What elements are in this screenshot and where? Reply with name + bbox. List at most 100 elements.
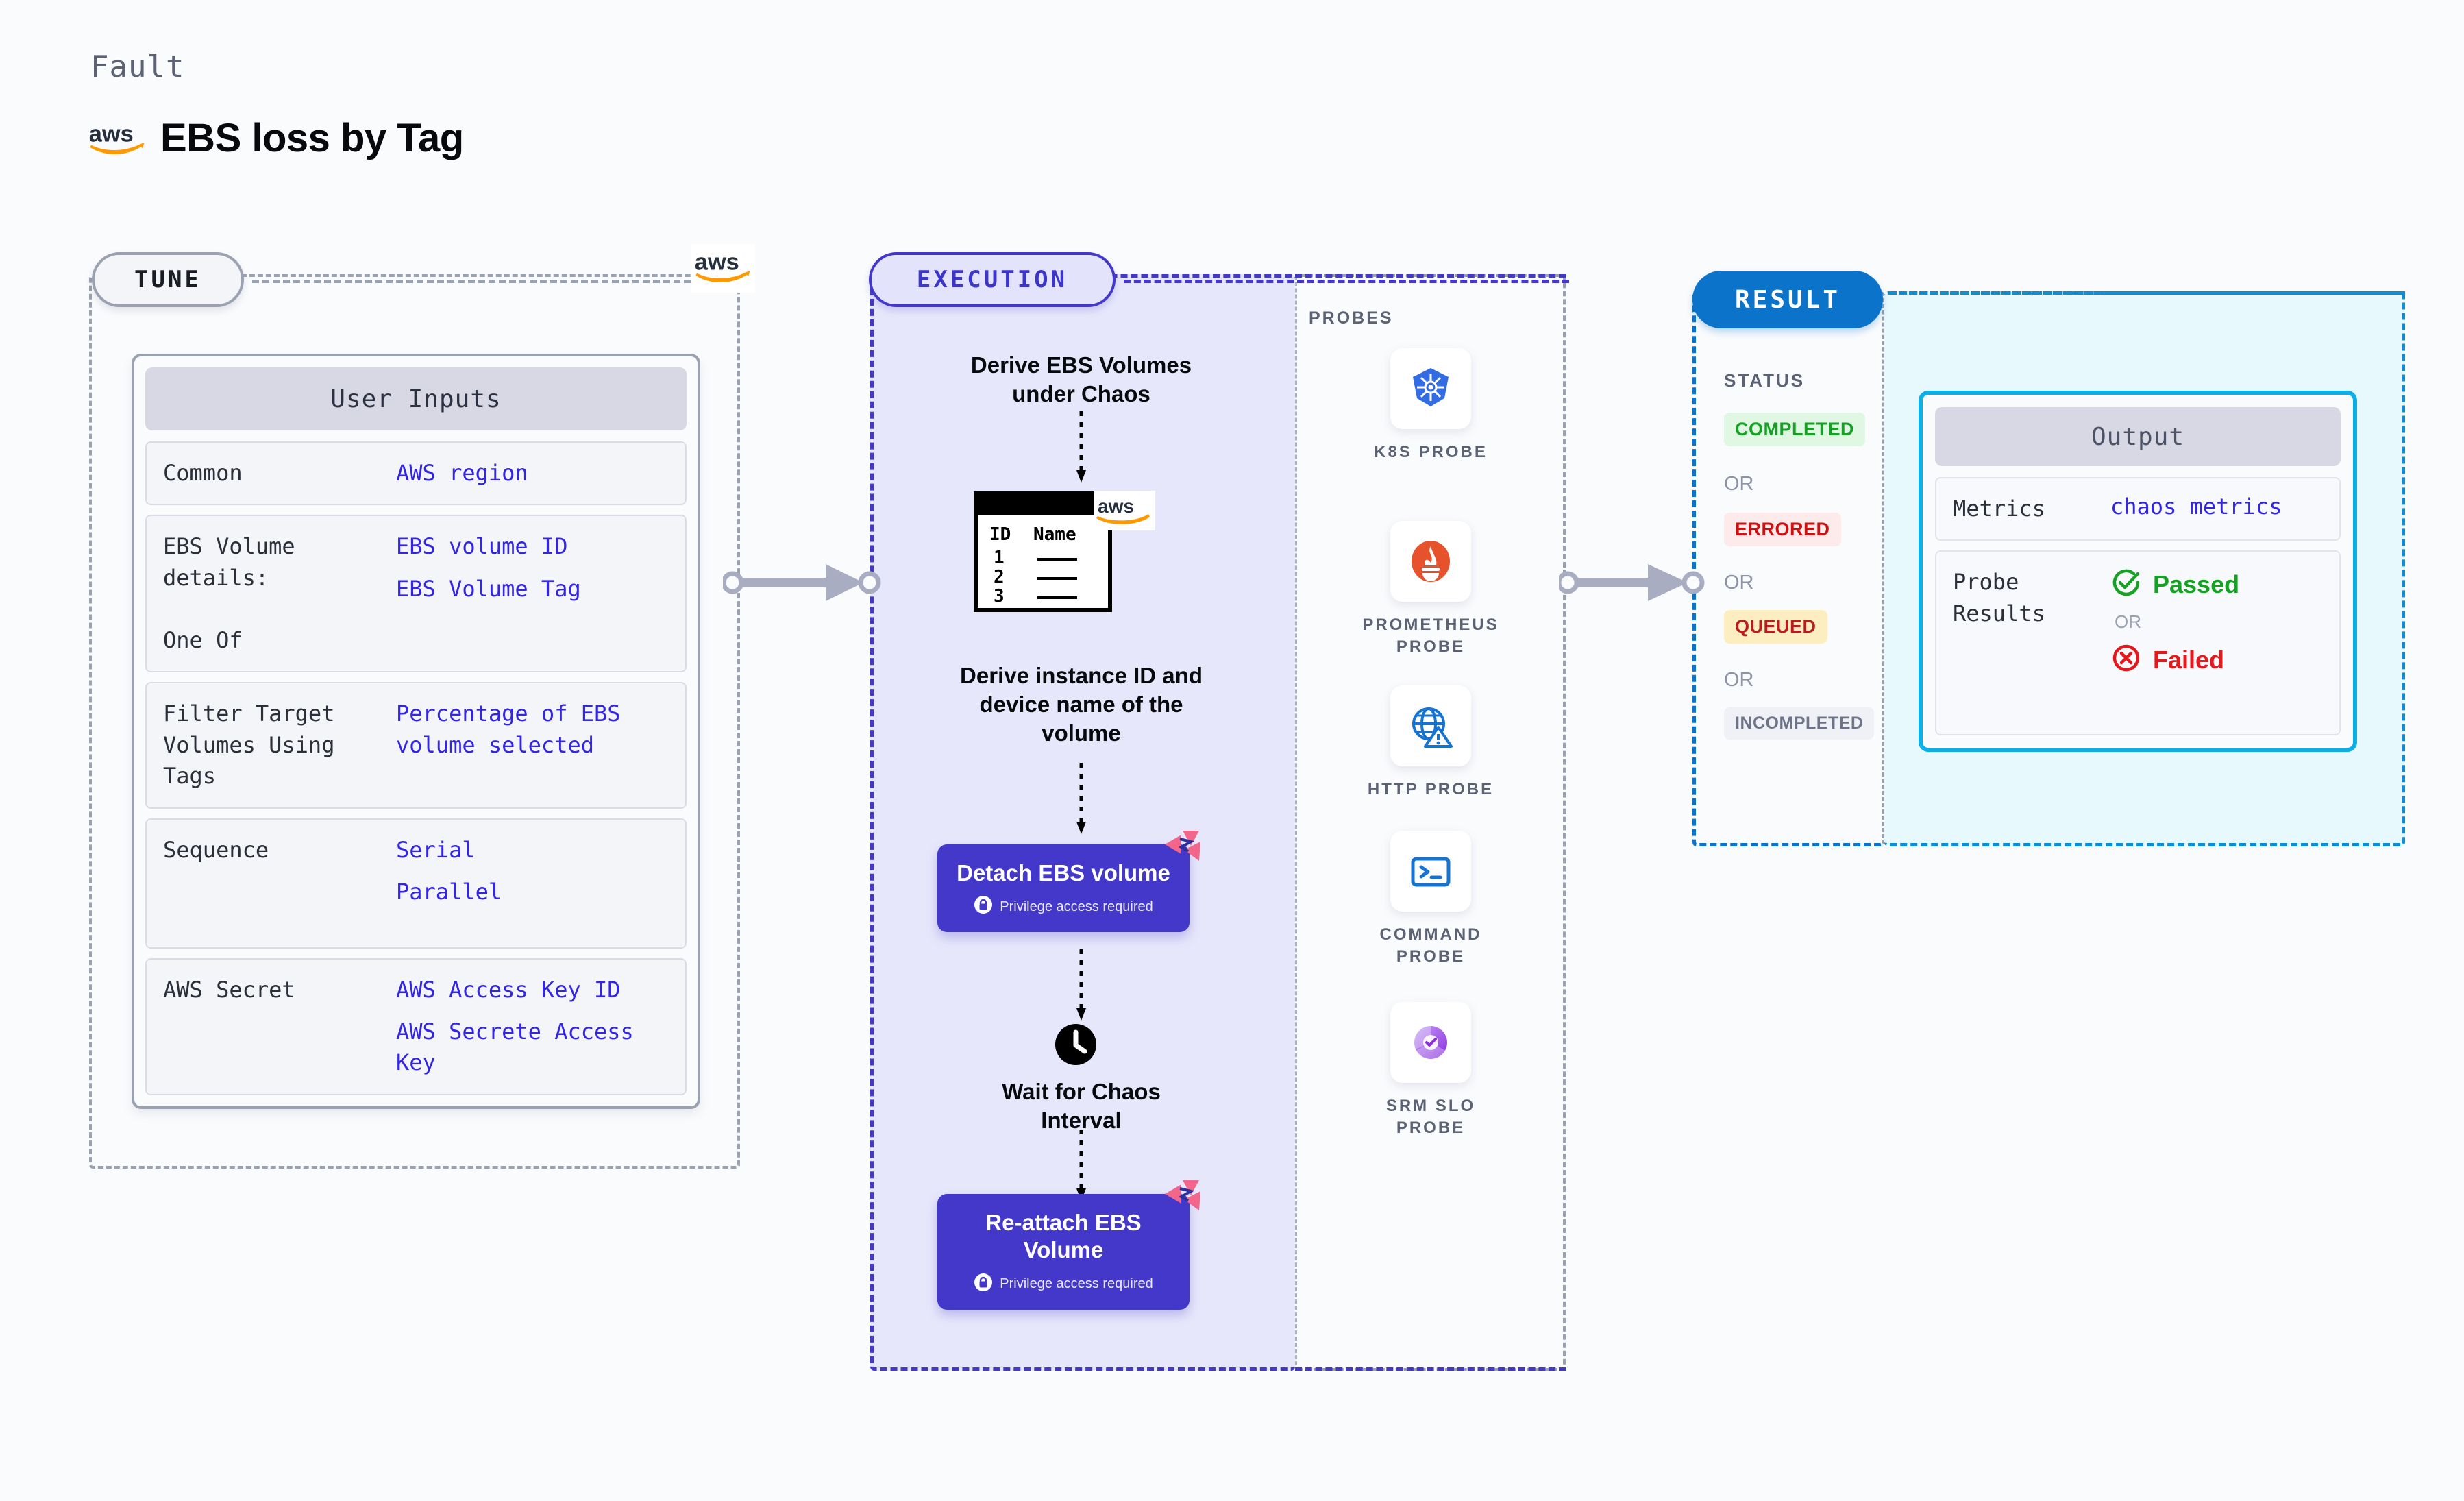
status-badge-incompleted: INCOMPLETED — [1724, 707, 1875, 740]
check-circle-icon — [2110, 567, 2142, 602]
failed-label: Failed — [2153, 645, 2225, 674]
lock-icon — [974, 895, 993, 918]
x-circle-icon — [2110, 642, 2142, 677]
terminal-icon — [1390, 831, 1471, 912]
srm-slo-icon — [1390, 1002, 1471, 1083]
flow-arrow-down-icon — [1074, 763, 1088, 842]
action-note: Privilege access required — [947, 895, 1180, 918]
user-input-key: Sequence — [163, 836, 269, 863]
prometheus-icon — [1390, 521, 1471, 602]
probes-title: PROBES — [1309, 308, 1394, 328]
lock-icon — [974, 1273, 993, 1296]
or-label: OR — [2115, 611, 2141, 633]
user-input-values: Serial Parallel — [396, 835, 502, 932]
page-title: EBS loss by Tag — [160, 116, 464, 160]
output-title: Output — [1935, 407, 2341, 466]
action-note-text: Privilege access required — [1000, 899, 1153, 914]
flow-arrow-down-icon — [1074, 949, 1088, 1028]
svg-text:aws: aws — [1098, 496, 1134, 517]
probe-result-passed: Passed — [2110, 567, 2239, 602]
user-inputs-title: User Inputs — [145, 367, 687, 430]
user-input-value: Serial — [396, 836, 476, 863]
probes-panel — [1295, 274, 1566, 1371]
user-input-value: EBS Volume Tag — [396, 575, 581, 602]
aws-logo-icon: aws — [88, 119, 147, 158]
aws-resource-table: ID Name 1 2 3 aws — [973, 491, 1158, 618]
connector-execution-to-result — [1556, 559, 1706, 610]
page-title-row: aws EBS loss by Tag — [88, 115, 464, 161]
status-badge-completed: COMPLETED — [1724, 413, 1866, 446]
user-input-row[interactable]: Common AWS region — [145, 441, 687, 506]
output-value: chaos metrics — [2110, 493, 2282, 520]
passed-label: Passed — [2153, 570, 2240, 598]
probe-http[interactable]: HTTP PROBE — [1357, 685, 1505, 801]
or-label: OR — [1724, 473, 1754, 495]
aws-logo-icon: aws — [691, 244, 755, 293]
litmus-chaos-icon — [1159, 1176, 1205, 1222]
kubernetes-icon — [1390, 348, 1471, 429]
output-key: Metrics — [1953, 496, 2045, 522]
user-input-values: EBS volume ID EBS Volume Tag — [396, 531, 581, 656]
result-leader-line — [1890, 291, 2405, 295]
action-detach-ebs-volume[interactable]: Detach EBS volume Privilege access requi… — [937, 831, 1200, 933]
globe-warning-icon — [1390, 685, 1471, 766]
svg-text:Name: Name — [1033, 524, 1076, 545]
execution-leader-line — [1124, 280, 1569, 283]
user-input-key: AWS Secret — [163, 976, 295, 1003]
status-badge-queued: QUEUED — [1724, 610, 1827, 644]
action-note: Privilege access required — [947, 1273, 1180, 1296]
svg-text:ID: ID — [989, 524, 1011, 545]
clock-icon — [1054, 1023, 1098, 1070]
svg-text:aws: aws — [695, 249, 739, 275]
probe-label: K8S PROBE — [1374, 443, 1488, 461]
probe-label: HTTP PROBE — [1367, 780, 1494, 798]
probe-k8s[interactable]: K8S PROBE — [1357, 348, 1505, 463]
flow-arrow-down-icon — [1074, 411, 1088, 490]
result-pill[interactable]: RESULT — [1692, 271, 1883, 328]
user-input-value: AWS region — [396, 460, 528, 486]
action-title: Detach EBS volume — [957, 860, 1170, 886]
user-input-value: EBS volume ID — [396, 533, 568, 560]
user-input-values: AWS region — [396, 458, 528, 489]
probe-results-values: Passed OR Failed — [2110, 567, 2239, 719]
tune-pill[interactable]: TUNE — [92, 252, 244, 307]
user-input-row[interactable]: Sequence Serial Parallel — [145, 818, 687, 949]
or-label: OR — [1724, 669, 1754, 691]
user-input-row[interactable]: AWS Secret AWS Access Key ID AWS Secrete… — [145, 957, 687, 1095]
svg-text:2: 2 — [994, 567, 1005, 587]
execution-pill[interactable]: EXECUTION — [869, 252, 1116, 307]
svg-text:3: 3 — [994, 586, 1005, 607]
output-row-metrics[interactable]: Metrics chaos metrics — [1935, 477, 2341, 541]
user-input-value: Parallel — [396, 878, 502, 905]
litmus-chaos-icon — [1159, 827, 1205, 872]
tune-leader-line — [252, 280, 691, 283]
status-title: STATUS — [1724, 370, 1806, 391]
svg-text:aws: aws — [89, 121, 134, 147]
user-input-value: AWS Access Key ID — [396, 976, 621, 1003]
action-note-text: Privilege access required — [1000, 1276, 1153, 1291]
page-kicker: Fault — [90, 49, 185, 84]
result-panel — [1692, 291, 1884, 846]
or-label: OR — [1724, 572, 1754, 594]
